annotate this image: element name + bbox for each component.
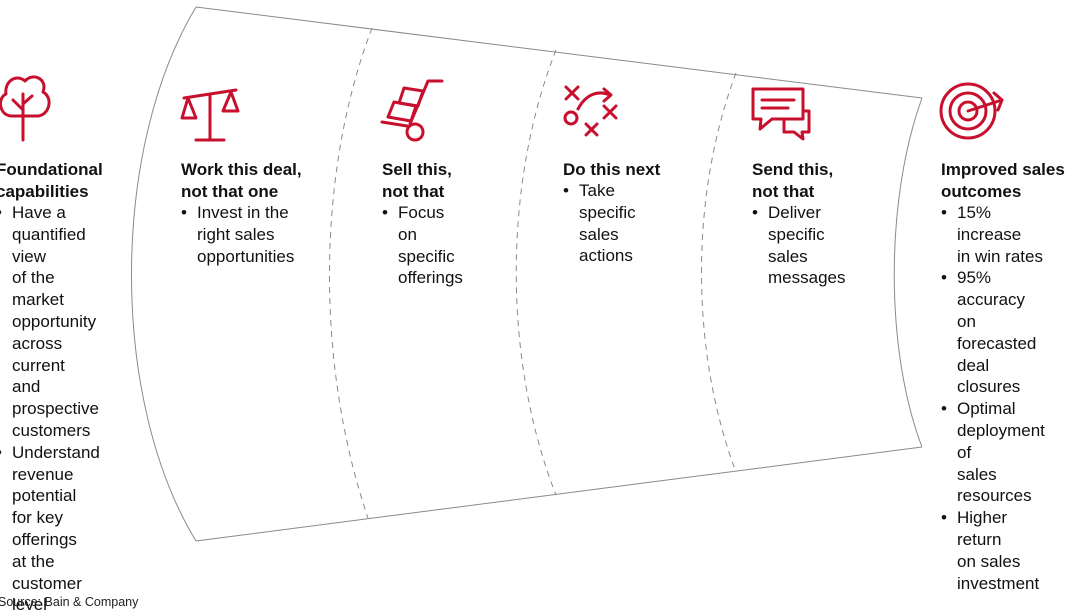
bullet-list: Deliver specific sales messages — [752, 202, 845, 289]
tree-icon — [0, 75, 51, 142]
column-title: Do this next — [563, 160, 661, 179]
bullet-list: Take specific sales actions — [563, 180, 636, 267]
scales-icon — [180, 88, 240, 142]
chat-bubbles-icon — [751, 87, 811, 141]
bullet-list: Invest in the right sales opportunities — [181, 202, 294, 267]
funnel-exit-curve — [893, 97, 923, 448]
target-icon — [939, 82, 1004, 140]
column-title: Sell this, not that — [382, 160, 452, 201]
bullet-list: Have a quantified view of the market opp… — [0, 202, 100, 616]
bullet-list: 15% increase in win rates 95% accuracy o… — [941, 202, 1045, 594]
bullet-item: 15% increase in win rates — [941, 202, 1045, 267]
bullet-item: Understand revenue potential for key off… — [0, 442, 100, 616]
funnel-divider-3 — [701, 72, 737, 473]
bullet-item: 95% accuracy on forecasted deal closures — [941, 267, 1045, 398]
play-diagram-icon — [563, 85, 618, 137]
hand-truck-icon — [380, 79, 444, 142]
funnel-divider-1 — [329, 27, 373, 519]
bullet-item: Optimal deployment of sales resources — [941, 398, 1045, 507]
bullet-item: Take specific sales actions — [563, 180, 636, 267]
bullet-item: Focus on specific offerings — [382, 202, 463, 289]
funnel-bottom-edge — [195, 446, 923, 542]
bullet-item: Higher return on sales investment — [941, 507, 1045, 594]
column-title: Send this, not that — [752, 160, 834, 201]
bullet-item: Have a quantified view of the market opp… — [0, 202, 100, 442]
funnel-divider-2 — [515, 49, 557, 496]
column-title: Improved sales outcomes — [941, 160, 1065, 201]
column-title: Work this deal, not that one — [181, 160, 302, 201]
funnel-entry-curve — [131, 6, 197, 542]
source-note: Source: Bain & Company — [0, 595, 139, 609]
bullet-item: Invest in the right sales opportunities — [181, 202, 294, 267]
funnel-top-edge — [195, 6, 923, 99]
bullet-item: Deliver specific sales messages — [752, 202, 845, 289]
column-title: Foundational capabilities — [0, 160, 103, 201]
bullet-list: Focus on specific offerings — [382, 202, 463, 289]
